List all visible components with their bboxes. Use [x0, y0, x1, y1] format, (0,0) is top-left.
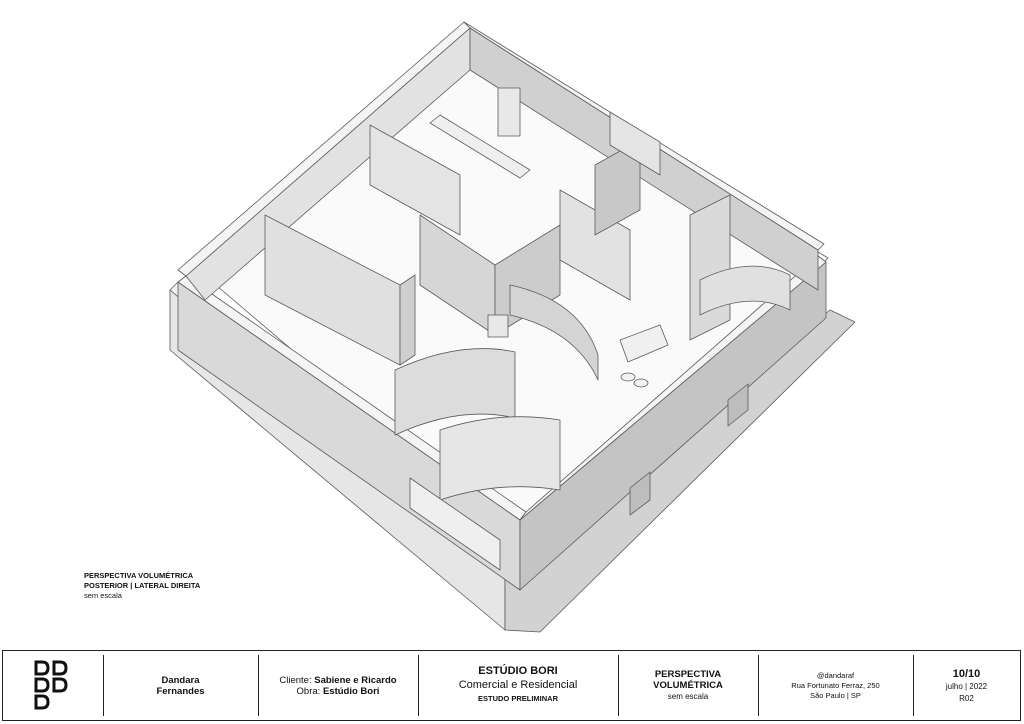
curved-wall-3: [509, 284, 599, 381]
drawing-caption: PERSPECTIVA VOLUMÉTRICA POSTERIOR | LATE…: [84, 571, 200, 601]
office-title: ESTÚDIO BORI: [478, 665, 558, 677]
date: julho | 2022: [945, 681, 988, 691]
caption-title: PERSPECTIVA VOLUMÉTRICA: [84, 571, 194, 580]
page-number: 10/10: [952, 667, 981, 680]
author-first-name: Dandara: [161, 674, 200, 686]
sheet-scale: sem escala: [667, 691, 709, 701]
handle: @dandaraf: [816, 670, 855, 680]
stool-1: [620, 372, 636, 382]
project-phase: ESTUDO PRELIMINAR: [477, 694, 558, 703]
opening-right-2: [727, 383, 749, 427]
client-line: Cliente: Sabiene e Ricardo: [279, 675, 396, 686]
sheet-cell: PERSPECTIVA VOLUMÉTRICA sem escala: [618, 651, 758, 720]
client-cell: Cliente: Sabiene e Ricardo Obra: Estúdio…: [258, 651, 418, 720]
curved-wall-4: [699, 265, 791, 316]
work-label: Obra:: [296, 685, 321, 697]
sheet-title-1: PERSPECTIVA: [654, 668, 722, 680]
opening-left: [409, 477, 501, 571]
isometric-building-drawing: [169, 21, 856, 633]
page-cell: 10/10 julho | 2022 R02: [913, 651, 1020, 720]
caption-scale: sem escala: [84, 591, 122, 600]
author-cell: Dandara Fernandes: [103, 651, 258, 720]
opening-right: [629, 471, 651, 516]
author-last-name: Fernandes: [156, 685, 205, 697]
box-unit: [487, 314, 509, 338]
partition-1-side: [399, 274, 416, 366]
kitchen-counter: [429, 114, 531, 179]
address-cell: @dandaraf Rua Fortunato Ferraz, 250 São …: [758, 651, 913, 720]
sheet-title-2: VOLUMÉTRICA: [653, 679, 723, 691]
counter-table: [619, 324, 669, 363]
revision: R02: [959, 693, 974, 703]
address-street: Rua Fortunato Ferraz, 250: [791, 680, 880, 690]
partition-2: [369, 124, 461, 236]
client-value: Sabiene e Ricardo: [314, 674, 397, 686]
office-cell: ESTÚDIO BORI Comercial e Residencial EST…: [418, 651, 618, 720]
dandara-logo-icon: [34, 660, 68, 709]
curved-wall-2: [439, 416, 561, 501]
cabinet: [497, 87, 521, 137]
caption-subtitle: POSTERIOR | LATERAL DIREITA: [84, 581, 201, 590]
partition-8: [609, 111, 661, 176]
office-subtitle: Comercial e Residencial: [458, 679, 578, 691]
partition-7: [689, 194, 731, 341]
client-label: Cliente:: [279, 674, 312, 686]
address-city: São Paulo | SP: [810, 690, 861, 700]
work-value: Estúdio Bori: [322, 685, 380, 697]
work-line: Obra: Estúdio Bori: [297, 686, 380, 697]
title-block: Dandara Fernandes Cliente: Sabiene e Ric…: [2, 650, 1021, 721]
stool-2: [633, 378, 649, 388]
logo-cell: [3, 651, 103, 720]
